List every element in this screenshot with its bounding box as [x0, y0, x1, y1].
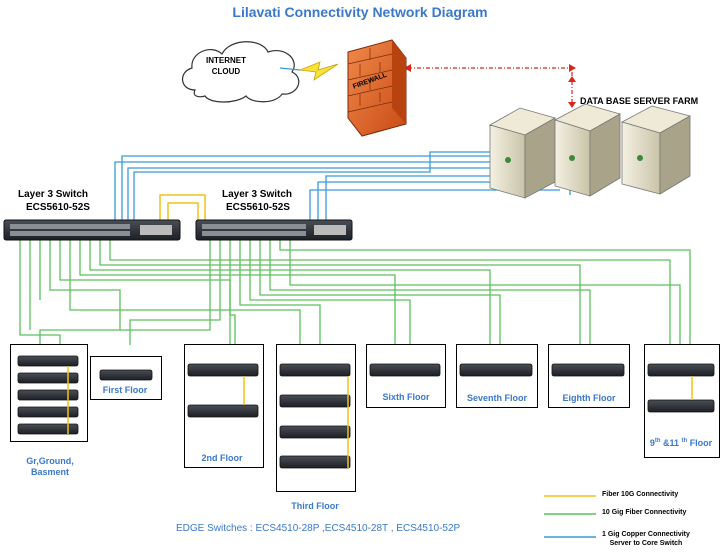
floor-label-first: First Floor [102, 385, 148, 395]
edge-switches-caption: EDGE Switches : ECS4510-28P ,ECS4510-28T… [176, 523, 461, 534]
green-links [19, 240, 691, 345]
core-switch-1-model: ECS5610-52S [26, 202, 90, 213]
firewall-server-link [408, 67, 573, 105]
floor-label-third: Third Floor [291, 501, 339, 511]
edge-switch [647, 399, 715, 413]
edge-switch [17, 423, 79, 435]
edge-switch [279, 363, 351, 377]
internet-cloud-label: INTERNET CLOUD [206, 56, 246, 76]
cloud-icon [182, 41, 300, 103]
floor-label-9th-11th: 9th &11 th Floor [644, 438, 718, 448]
lightning-icon [299, 61, 339, 81]
floor-label-sixth: Sixth Floor [382, 392, 430, 402]
edge-switch [279, 455, 351, 469]
floor-label-9th-sup1: th [654, 438, 661, 444]
core-switch-2-model: ECS5610-52S [226, 202, 290, 213]
edge-switch [187, 404, 259, 418]
edge-switch [459, 363, 533, 377]
floor-label-9th-mid: &11 [660, 438, 682, 448]
arrow-left [404, 64, 411, 72]
edge-switch [369, 363, 441, 377]
edge-switch [17, 372, 79, 384]
firewall-icon [347, 39, 407, 137]
floor-label-9th-suffix: Floor [687, 438, 713, 448]
floor-label-eighth: Eighth Floor [562, 393, 616, 403]
arrow-up [568, 76, 576, 82]
floor-label-seventh: Seventh Floor [466, 393, 527, 403]
server-farm-label: DATA BASE SERVER FARM [580, 96, 699, 106]
floor-label-gr: Gr,Ground, Basment [26, 456, 74, 477]
edge-switch [551, 363, 625, 377]
floor-label-9th-prefix: 9 [649, 438, 655, 448]
edge-switch [279, 394, 351, 408]
edge-switch [17, 355, 79, 367]
core-switch-2-title: Layer 3 Switch [222, 189, 293, 200]
arrow-right [569, 64, 576, 72]
floor-label-9th-sup2: th [681, 438, 688, 444]
server-icon-3 [620, 105, 692, 195]
core-switch-1-title: Layer 3 Switch [18, 189, 89, 200]
legend-label-fiber-10g: Fiber 10G Connectivity [602, 491, 679, 498]
edge-switch [99, 369, 153, 381]
floor-label-2nd: 2nd Floor [201, 453, 243, 463]
core-switch-1 [3, 219, 181, 241]
edge-switch [647, 363, 715, 377]
edge-switch [17, 406, 79, 418]
arrow-down [568, 102, 576, 108]
server-icon-1 [488, 107, 557, 199]
legend-label-1-gig-copper: 1 Gig Copper Connectivity Server to Core… [602, 531, 690, 547]
page-title: Lilavati Connectivity Network Diagram [232, 4, 488, 20]
edge-switch [17, 389, 79, 401]
edge-switch [279, 425, 351, 439]
core-switch-2 [195, 219, 353, 241]
edge-switch [187, 363, 259, 377]
legend-label-10-gig: 10 Gig Fiber Connectivity [602, 509, 687, 516]
server-icon-2 [553, 103, 622, 197]
